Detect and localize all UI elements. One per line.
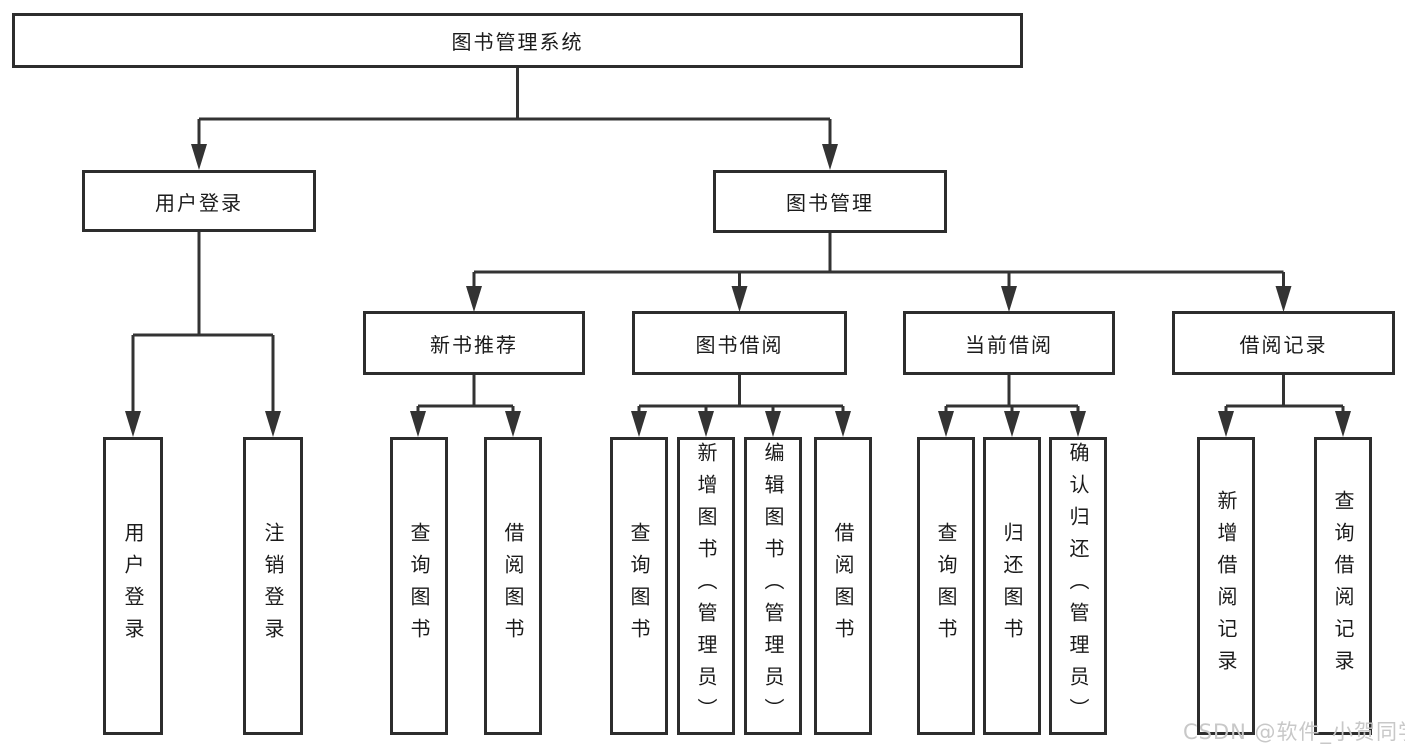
leaf-logout-label: 注销登录 <box>261 522 285 650</box>
leaf-user-login-label: 用户登录 <box>121 522 145 650</box>
leaf-br-add-record: 新增借阅记录 <box>1197 437 1255 735</box>
leaf-cb-query-books: 查询图书 <box>917 437 975 735</box>
leaf-bb-add-books-label: 新增图书（管理员） <box>694 442 718 730</box>
leaf-cb-confirm-return-label: 确认归还（管理员） <box>1066 442 1090 730</box>
leaf-br-query-record: 查询借阅记录 <box>1314 437 1372 735</box>
leaf-br-add-record-label: 新增借阅记录 <box>1214 490 1238 682</box>
node-borrow-records: 借阅记录 <box>1172 311 1395 375</box>
leaf-logout: 注销登录 <box>243 437 303 735</box>
leaf-bb-query-books: 查询图书 <box>610 437 668 735</box>
node-book-management: 图书管理 <box>713 170 947 233</box>
node-book-borrowing: 图书借阅 <box>632 311 847 375</box>
leaf-bb-edit-books: 编辑图书（管理员） <box>744 437 802 735</box>
node-user-login: 用户登录 <box>82 170 316 232</box>
leaf-bb-borrow-books: 借阅图书 <box>814 437 872 735</box>
leaf-user-login: 用户登录 <box>103 437 163 735</box>
node-current-borrowing: 当前借阅 <box>903 311 1115 375</box>
leaf-bb-borrow-books-label: 借阅图书 <box>831 522 855 650</box>
leaf-cb-return-books: 归还图书 <box>983 437 1041 735</box>
leaf-br-query-record-label: 查询借阅记录 <box>1331 490 1355 682</box>
node-root: 图书管理系统 <box>12 13 1023 68</box>
leaf-bb-add-books: 新增图书（管理员） <box>677 437 735 735</box>
leaf-nb-query-books-label: 查询图书 <box>407 522 431 650</box>
leaf-cb-confirm-return: 确认归还（管理员） <box>1049 437 1107 735</box>
leaf-nb-borrow-books: 借阅图书 <box>484 437 542 735</box>
node-new-book-recommend: 新书推荐 <box>363 311 585 375</box>
watermark: CSDN @软件_小贺同学 <box>1183 720 1405 744</box>
leaf-bb-query-books-label: 查询图书 <box>627 522 651 650</box>
leaf-bb-edit-books-label: 编辑图书（管理员） <box>761 442 785 730</box>
leaf-nb-borrow-books-label: 借阅图书 <box>501 522 525 650</box>
leaf-nb-query-books: 查询图书 <box>390 437 448 735</box>
leaf-cb-return-books-label: 归还图书 <box>1000 522 1024 650</box>
leaf-cb-query-books-label: 查询图书 <box>934 522 958 650</box>
